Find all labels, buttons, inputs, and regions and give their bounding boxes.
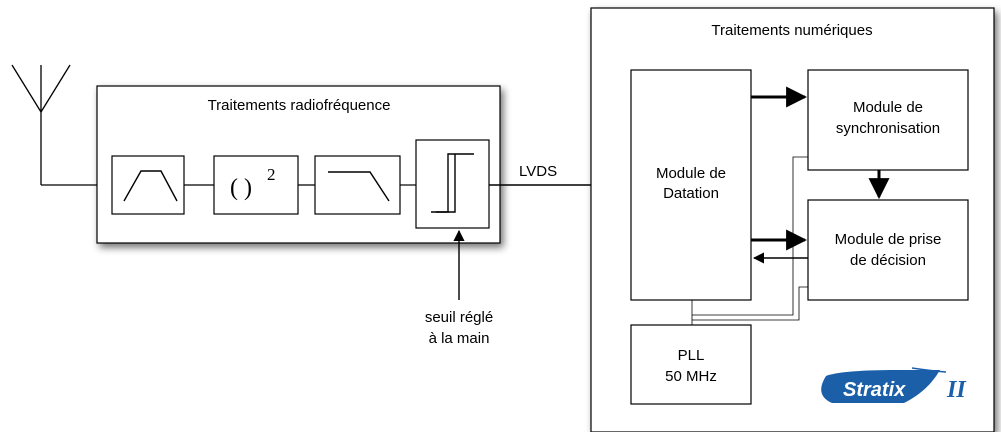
logo-numeral: II	[946, 377, 967, 403]
digital-panel-title: Traitements numériques	[711, 22, 872, 39]
bandpass-filter-block	[111, 155, 185, 215]
rf-processing-panel: Traitements radiofréquence ( ) 2	[96, 85, 501, 244]
datation-module: Module de Datation	[630, 69, 752, 301]
sync-label-line2: synchronisation	[836, 120, 940, 137]
pll-label-line2: 50 MHz	[665, 368, 717, 385]
threshold-label-line2: à la main	[429, 330, 490, 347]
decision-label-line1: Module de prise	[835, 231, 942, 248]
lowpass-response-icon	[328, 171, 390, 202]
datation-label-line1: Module de	[656, 165, 726, 182]
digital-processing-panel: Traitements numériques Module de Datatio…	[590, 7, 995, 432]
sync-label-line1: Module de	[853, 99, 923, 116]
decision-module: Module de prise de décision	[807, 199, 969, 301]
square-base: ( )	[230, 175, 252, 201]
lowpass-filter-block	[314, 155, 401, 215]
rf-panel-title: Traitements radiofréquence	[208, 97, 391, 114]
pll-module: PLL 50 MHz	[630, 324, 752, 405]
comparator-block	[415, 139, 490, 229]
square-law-block: ( ) 2	[213, 155, 299, 215]
datation-label-line2: Datation	[663, 185, 719, 202]
stratix-ii-logo: Stratix II	[821, 367, 967, 403]
logo-name: Stratix	[843, 379, 906, 401]
threshold-label-line1: seuil réglé	[425, 309, 493, 326]
decision-label-line2: de décision	[850, 252, 926, 269]
lvds-label: LVDS	[519, 163, 557, 180]
threshold-input: seuil réglé à la main	[425, 229, 493, 347]
synchronisation-module: Module de synchronisation	[807, 69, 969, 171]
pll-label-line1: PLL	[678, 347, 705, 364]
bandpass-response-icon	[123, 170, 178, 202]
square-exponent: 2	[267, 165, 276, 184]
